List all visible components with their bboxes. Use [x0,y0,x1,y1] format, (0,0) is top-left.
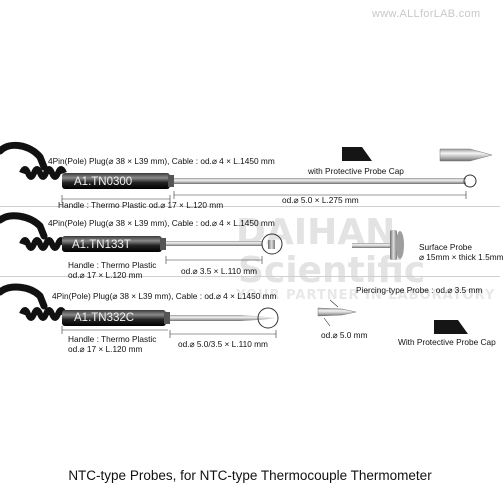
probe-3-tip-od: od.⌀ 5.0 mm [321,330,368,340]
probe-3-tip-icon [317,307,357,317]
probe-3-tip-label: Piercing-type Probe : od.⌀ 3.5 mm [356,285,483,295]
probe-2-tip-label-2: ⌀ 15mm × thick 1.5mm [419,252,504,262]
probe-1-cap-icon [342,147,372,161]
probe-2-handle-line2: od.⌀ 17 × L.120 mm [68,270,143,280]
probe-3-accessory: With Protective Probe Cap [398,337,496,347]
probe-3-model: A1.TN332C [74,312,135,324]
probe-2-tip-highlight [261,233,283,255]
probe-3-drawing [0,283,468,338]
probe-3-cap-icon [434,320,468,334]
probe-1-rod [174,178,466,184]
probe-3-handle [62,310,166,326]
probe-2-rod [166,241,262,246]
probe-2-handle-line1: Handle : Thermo Plastic [68,260,157,270]
watermark-text: www.ALLforLAB.com [372,8,481,20]
probe-2-tip-label-1: Surface Probe [419,242,473,252]
probe-3-handle-line2: od.⌀ 17 × L.120 mm [68,344,143,354]
probe-1-model: A1.TN0300 [74,176,133,188]
probe-2-surface-disc-icon [390,230,397,260]
probe-1-plug-cable: 4Pin(Pole) Plug(⌀ 38 × L39 mm), Cable : … [48,156,275,166]
probe-1-tip-icon [439,148,493,162]
probe-3-rod-dim: od.⌀ 5.0/3.5 × L.110 mm [178,339,268,349]
probe-2-rod-dim: od.⌀ 3.5 × L.110 mm [181,266,258,276]
probe-3-plug-cable: 4Pin(Pole) Plug(⌀ 38 × L39 mm), Cable : … [52,291,277,301]
probe-2-handle [62,236,162,252]
caption: NTC-type Probes, for NTC-type Thermocoup… [68,468,432,483]
logo-line3: YOUR PARTNER IN LABORATORY [236,288,496,303]
probe-1-accessory: with Protective Probe Cap [308,166,404,176]
probe-1-handle-dim: Handle : Thermo Plastic od.⌀ 17 × L.120 … [58,200,224,210]
probe-2-model: A1.TN133T [72,239,131,251]
probe-1-cable-coil [19,166,67,180]
probe-1-rod-dim: od.⌀ 5.0 × L.275 mm [282,195,359,205]
probe-1-drawing [0,141,493,203]
probe-2-plug-cable: 4Pin(Pole) Plug(⌀ 38 × L39 mm), Cable : … [48,218,275,228]
separator-2 [0,276,500,277]
probe-1-tip-highlight [463,174,477,188]
probe-2-drawing [0,212,404,264]
probe-1-handle [62,173,170,189]
probe-3-tip-highlight [257,307,279,329]
probe-3-handle-line1: Handle : Thermo Plastic [68,334,157,344]
probe-3-rod [170,315,240,321]
separator-1 [0,206,500,207]
